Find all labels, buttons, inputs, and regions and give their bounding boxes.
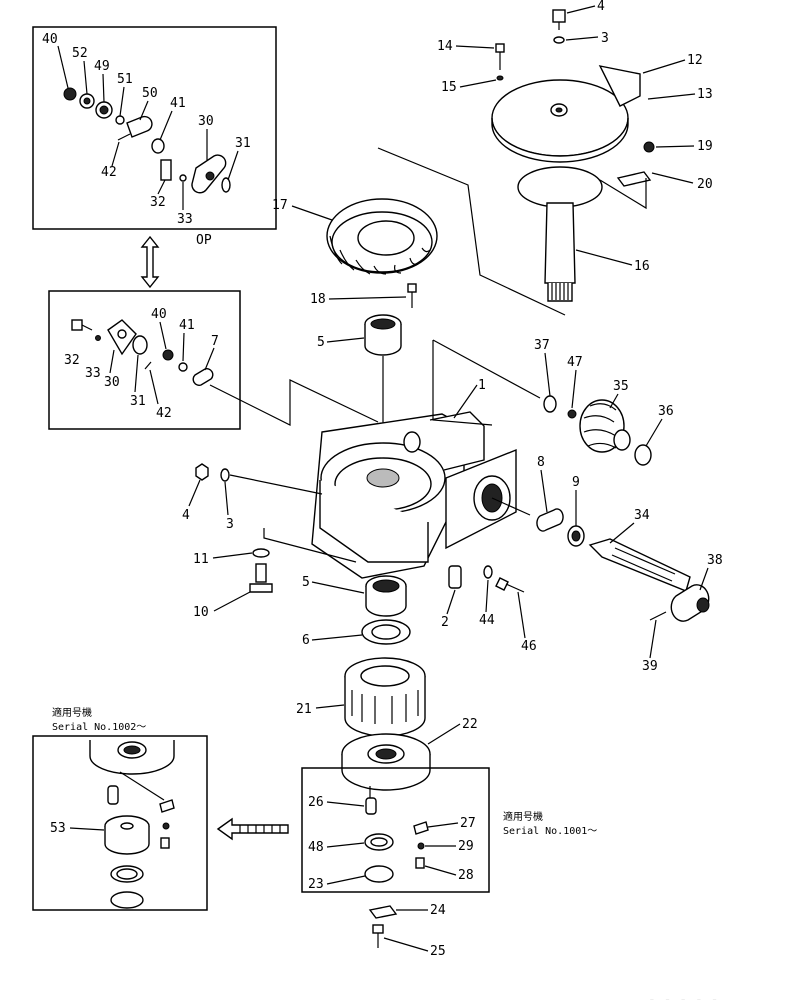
svg-text:37: 37 [534,338,550,353]
svg-text:適用号機: 適用号機 [503,810,543,823]
svg-text:24: 24 [430,903,446,918]
shaft-parts [536,508,710,622]
svg-text:4: 4 [597,0,605,14]
shaft-16 [517,166,603,302]
serial-1002-parts [89,740,175,909]
svg-text:34: 34 [634,508,650,523]
svg-text:12: 12 [687,53,703,68]
gear-17 [326,198,438,275]
svg-text:- - - - -: - - - - - [648,993,718,1000]
svg-text:33: 33 [85,366,101,381]
svg-text:10: 10 [193,605,209,620]
svg-text:1: 1 [478,378,486,393]
svg-text:22: 22 [462,717,478,732]
svg-text:52: 52 [72,46,88,61]
serial-1001-box [301,767,490,893]
arrow-left-icon [216,817,289,841]
svg-text:47: 47 [567,355,583,370]
svg-text:2: 2 [441,615,449,630]
bearing-5-lower [365,575,407,617]
carrier-21 [344,657,426,737]
svg-text:14: 14 [437,39,453,54]
svg-text:Serial No.1002～: Serial No.1002～ [52,722,146,733]
option-parts [63,87,231,194]
svg-text:38: 38 [707,553,723,568]
standard-box [48,290,241,430]
svg-text:27: 27 [460,816,476,831]
svg-text:Serial No.1001～: Serial No.1001～ [503,826,597,837]
svg-text:適用号機: 適用号機 [52,706,92,719]
svg-text:32: 32 [64,353,80,368]
svg-text:30: 30 [104,375,120,390]
svg-text:16: 16 [634,259,650,274]
bolt-10 [249,563,273,593]
boot-35 [579,399,631,453]
svg-text:3: 3 [226,517,234,532]
svg-text:15: 15 [441,80,457,95]
svg-text:20: 20 [697,177,713,192]
svg-text:18: 18 [310,292,326,307]
svg-text:29: 29 [458,839,474,854]
svg-text:4: 4 [182,508,190,523]
svg-text:40: 40 [151,307,167,322]
svg-text:23: 23 [308,877,324,892]
svg-text:44: 44 [479,613,495,628]
svg-text:19: 19 [697,139,713,154]
bearing-5-upper [364,314,402,356]
serial-1001-parts [364,786,429,883]
svg-text:42: 42 [101,165,117,180]
svg-text:35: 35 [613,379,629,394]
svg-text:48: 48 [308,840,324,855]
svg-text:31: 31 [235,136,251,151]
svg-text:42: 42 [156,406,172,421]
svg-text:30: 30 [198,114,214,129]
svg-text:9: 9 [572,475,580,490]
serial-1002-box [32,735,208,911]
svg-text:51: 51 [117,72,133,87]
svg-text:7: 7 [211,334,219,349]
svg-text:13: 13 [697,87,713,102]
svg-text:41: 41 [170,96,186,111]
svg-text:6: 6 [302,633,310,648]
svg-text:8: 8 [537,455,545,470]
double-arrow-icon [140,235,160,289]
svg-text:46: 46 [521,639,537,654]
option-box [32,26,277,230]
housing-1 [311,411,517,579]
svg-text:25: 25 [430,944,446,959]
svg-text:39: 39 [642,659,658,674]
svg-text:33: 33 [177,212,193,227]
svg-text:OP: OP [196,233,212,248]
svg-text:21: 21 [296,702,312,717]
svg-text:3: 3 [601,31,609,46]
svg-text:32: 32 [150,195,166,210]
svg-text:49: 49 [94,59,110,74]
svg-text:26: 26 [308,795,324,810]
svg-text:31: 31 [130,394,146,409]
standard-parts [71,319,214,386]
svg-text:41: 41 [179,318,195,333]
svg-text:50: 50 [142,86,158,101]
svg-text:17: 17 [272,198,288,213]
svg-text:36: 36 [658,404,674,419]
svg-text:40: 40 [42,32,58,47]
svg-text:5: 5 [317,335,325,350]
svg-text:5: 5 [302,575,310,590]
svg-text:28: 28 [458,868,474,883]
cover-assembly [491,9,641,163]
svg-text:53: 53 [50,821,66,836]
svg-text:11: 11 [193,552,209,567]
gear-22 [341,733,431,791]
